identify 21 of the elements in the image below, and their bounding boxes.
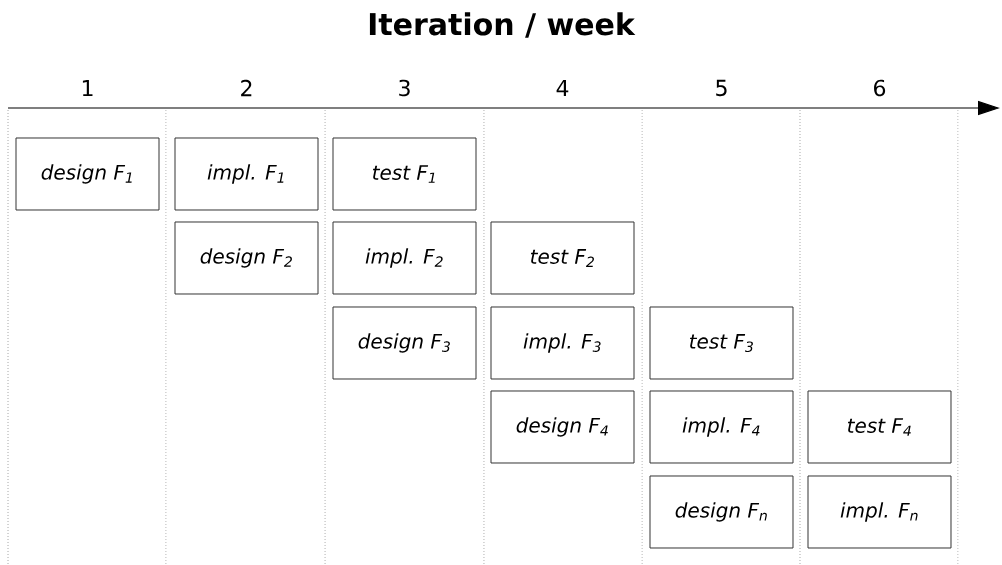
column-number: 5	[716, 79, 727, 97]
task-box: design F$_{4}$	[490, 390, 635, 464]
task-box: impl. F$_{1}$	[174, 137, 319, 211]
column-number: 2	[241, 79, 252, 97]
column-number: 4	[556, 80, 569, 96]
task-box: impl. F$_{2}$	[332, 221, 477, 295]
column-number: 3	[399, 79, 410, 97]
task-box: test F$_{3}$	[649, 306, 794, 380]
task-box: test F$_{4}$	[807, 390, 952, 464]
task-box: test F$_{1}$	[332, 137, 477, 211]
task-box: impl. F$_{n}$	[807, 475, 952, 549]
task-box: test F$_{2}$	[490, 221, 635, 295]
title: Iteration / week	[369, 12, 636, 38]
task-box: design F$_{n}$	[649, 475, 794, 549]
task-box: design F$_{1}$	[15, 137, 160, 211]
task-box: design F$_{3}$	[332, 306, 477, 380]
task-box: impl. F$_{3}$	[490, 306, 635, 380]
task-box: impl. F$_{4}$	[649, 390, 794, 464]
column-number: 6	[874, 79, 886, 97]
column-number: 1	[82, 80, 93, 96]
task-box: design F$_{2}$	[174, 221, 319, 295]
